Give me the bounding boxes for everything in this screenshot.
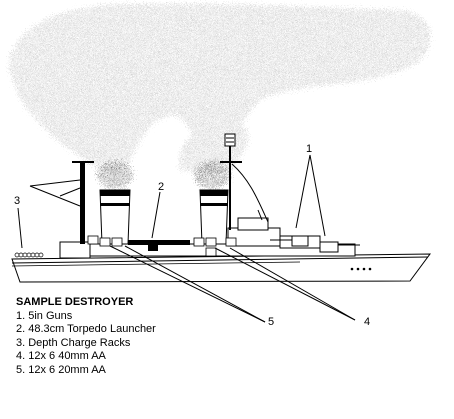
leader-lines — [17, 154, 356, 323]
aft-deckhouse — [59, 241, 91, 259]
legend-item: 2. 48.3cm Torpedo Launcher — [16, 323, 156, 335]
callout-1: 1 — [306, 143, 312, 155]
legend: SAMPLE DESTROYER 1. 5in Guns 2. 48.3cm T… — [16, 296, 156, 377]
funnel-aft — [99, 189, 131, 245]
depth-charge-racks — [14, 252, 44, 258]
bridge-top — [237, 217, 269, 231]
funnel-forward — [199, 189, 229, 245]
legend-item: 3. Depth Charge Racks — [16, 336, 131, 349]
aft-mast — [29, 161, 94, 244]
legend-item: 5. 12x 6 20mm AA — [16, 363, 106, 376]
aa-mounts — [87, 235, 237, 257]
callout-3: 3 — [14, 195, 20, 207]
deck-line — [11, 256, 429, 264]
torpedo-launcher — [128, 240, 190, 251]
main-mast — [220, 133, 269, 230]
smoke-plume — [9, 3, 431, 175]
legend-item: 1. 5in Guns — [16, 309, 73, 322]
legend-title: SAMPLE DESTROYER — [16, 296, 134, 308]
gun-mount-forward — [319, 241, 360, 253]
deck-line — [11, 261, 301, 267]
portholes — [350, 267, 372, 271]
callout-2: 2 — [158, 181, 164, 193]
legend-item: 4. 12x 6 40mm AA — [16, 350, 106, 362]
callout-5: 5 — [268, 316, 274, 328]
funnel-smoke-dark — [97, 161, 230, 189]
gun-mount-aft — [270, 235, 309, 247]
callout-4: 4 — [364, 316, 370, 328]
